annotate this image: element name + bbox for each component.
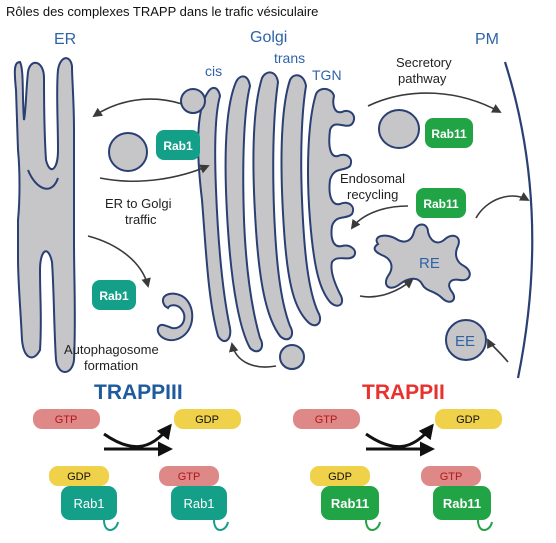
label-pm: PM: [475, 31, 499, 48]
svg-text:Rab11: Rab11: [431, 127, 467, 141]
rab1-gdp-complex: GDP Rab1: [49, 466, 119, 531]
rab11-gdp-complex: GDP Rab11: [310, 466, 381, 531]
svg-text:GDP: GDP: [328, 471, 352, 483]
gdp-pill-left-out: GDP: [174, 409, 241, 429]
label-er-golgi-2: traffic: [125, 212, 157, 227]
vesicle-golgi-bottom: [279, 344, 305, 370]
label-endosomal-2: recycling: [347, 187, 398, 202]
vesicles: [108, 88, 420, 370]
svg-text:GDP: GDP: [456, 414, 480, 426]
label-secretory-1: Secretory: [396, 55, 452, 70]
gtp-pill-left-in: GTP: [33, 409, 100, 429]
svg-text:Rab1: Rab1: [73, 496, 104, 511]
diagram-title: Rôles des complexes TRAPP dans le trafic…: [6, 4, 318, 19]
er-structure: [13, 57, 76, 373]
label-golgi: Golgi: [250, 29, 287, 46]
cycle-trappiii: GTP GDP GDP Rab1 GTP Rab1: [33, 409, 241, 531]
svg-text:GTP: GTP: [315, 414, 338, 426]
heading-trappii: TRAPPII: [362, 381, 445, 404]
svg-text:GTP: GTP: [178, 471, 201, 483]
cycle-trappii: GTP GDP GDP Rab11 GTP Rab11: [293, 409, 502, 531]
rab1-gtp-complex: GTP Rab1: [159, 466, 229, 531]
golgi-stack: [197, 71, 356, 353]
label-cis: cis: [205, 63, 222, 79]
label-er: ER: [54, 31, 76, 48]
label-autophagosome-1: Autophagosome: [64, 342, 159, 357]
svg-text:GDP: GDP: [67, 471, 91, 483]
svg-text:Rab1: Rab1: [183, 496, 214, 511]
rab11-badge-mid: Rab11: [416, 188, 466, 218]
gtp-pill-right-in: GTP: [293, 409, 360, 429]
vesicle-er-golgi: [108, 132, 148, 172]
vesicle-secretory: [378, 109, 420, 149]
rab1-badge-top: Rab1: [156, 130, 200, 160]
pathway-arrows: [87, 92, 530, 368]
svg-text:Rab1: Rab1: [99, 289, 129, 303]
svg-text:Rab11: Rab11: [331, 496, 369, 511]
rab11-badge-top: Rab11: [425, 118, 473, 148]
plasma-membrane: [503, 61, 534, 379]
label-autophagosome-2: formation: [84, 358, 138, 373]
exchange-arrow-right: [365, 423, 434, 448]
svg-text:Rab11: Rab11: [443, 496, 481, 511]
heading-trappiii: TRAPPIII: [94, 381, 183, 404]
svg-text:Rab1: Rab1: [163, 139, 193, 153]
early-endosome: [445, 319, 487, 361]
label-secretory-2: pathway: [398, 71, 447, 86]
recycling-endosome: [373, 223, 471, 303]
label-er-golgi-1: ER to Golgi: [105, 196, 172, 211]
svg-text:GTP: GTP: [55, 414, 78, 426]
svg-text:GDP: GDP: [195, 414, 219, 426]
svg-text:Rab11: Rab11: [423, 197, 459, 211]
label-ee: EE: [455, 333, 475, 350]
exchange-arrow-left: [103, 423, 172, 448]
vesicle-er-exit: [180, 88, 206, 114]
autophagosome: [156, 292, 194, 342]
label-re: RE: [419, 255, 440, 272]
label-tgn: TGN: [312, 67, 342, 83]
gdp-pill-right-out: GDP: [435, 409, 502, 429]
label-trans: trans: [274, 50, 305, 66]
label-endosomal-1: Endosomal: [340, 171, 405, 186]
rab1-badge-lower: Rab1: [92, 280, 136, 310]
svg-text:GTP: GTP: [440, 471, 463, 483]
rab11-gtp-complex: GTP Rab11: [421, 466, 493, 531]
